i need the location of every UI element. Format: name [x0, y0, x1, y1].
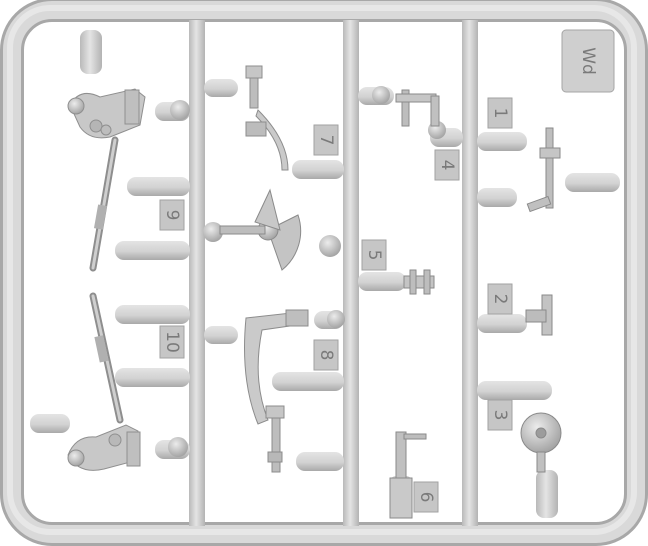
- part-7-linkage: [245, 65, 289, 171]
- part-number-tabs: 1 2 3 4 5 6 7 8: [159, 97, 513, 513]
- part-number-1-tab: 1: [487, 97, 513, 129]
- part-number-7-tab: 7: [313, 124, 339, 156]
- part-number-6: 6: [416, 492, 436, 503]
- part-number-1: 1: [490, 108, 510, 119]
- part-long-rod-upper: [89, 136, 119, 272]
- part-number-9-tab: 9: [159, 199, 185, 231]
- part-number-4: 4: [437, 160, 457, 171]
- part-8-lever-arm: [244, 309, 309, 473]
- part-number-2: 2: [490, 294, 510, 305]
- part-number-7: 7: [316, 135, 336, 146]
- part-9-post: [389, 431, 427, 519]
- part-long-rod-lower: [89, 292, 124, 424]
- part-2-plate: [525, 294, 553, 336]
- vertical-runners: [189, 20, 478, 526]
- part-6-sector-gear: [219, 188, 302, 271]
- gate-knobs: [168, 86, 446, 457]
- part-number-10: 10: [162, 331, 182, 353]
- part-number-9: 9: [162, 210, 182, 221]
- part-number-3: 3: [490, 410, 510, 421]
- part-4-crank: [395, 89, 440, 127]
- part-number-8: 8: [316, 350, 336, 361]
- part-number-5: 5: [364, 250, 384, 261]
- part-lower-bracket: [67, 424, 141, 471]
- sprue-letter: Wd: [578, 47, 598, 75]
- part-1-handle: [526, 127, 561, 213]
- part-number-4-tab: 4: [434, 149, 460, 181]
- part-number-2-tab: 2: [487, 283, 513, 315]
- part-number-3-tab: 3: [487, 399, 513, 431]
- part-upper-bracket: [67, 88, 146, 139]
- part-number-10-tab: 10: [159, 325, 185, 359]
- part-5-clip: [403, 269, 435, 295]
- part-number-8-tab: 8: [313, 339, 339, 371]
- part-number-6-tab: 6: [413, 481, 439, 513]
- sprue-letter-tab: Wd: [561, 29, 615, 93]
- part-3-disc: [520, 412, 562, 473]
- part-number-5-tab: 5: [361, 239, 387, 271]
